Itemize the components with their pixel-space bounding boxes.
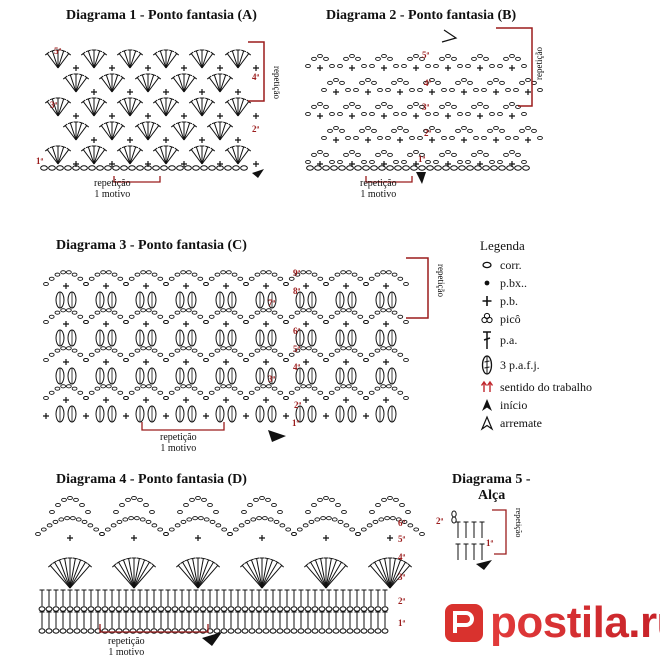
start-arrow-icon <box>202 632 222 646</box>
diagram-1-repeat-bracket <box>248 41 265 102</box>
diagram-1-row-4: 4ª <box>252 72 260 82</box>
diagram-1-row-2: 2ª <box>252 124 260 134</box>
outline-arrowhead-icon <box>480 415 494 431</box>
diagram-1-title: Diagrama 1 - Ponto fantasia (A) <box>66 8 257 23</box>
diagram-5-row-1: 1ª <box>486 538 494 548</box>
diagram-5-repeat-bracket <box>492 509 507 555</box>
diagram-3-row-7: 7ª <box>268 298 276 308</box>
diagram-4-row-4: 4ª <box>398 552 406 562</box>
diagram-4-row-6: 6ª <box>398 518 406 528</box>
diagram-3-row-6: 6ª <box>293 326 301 336</box>
diagram-2-row-2: 2ª <box>424 128 432 138</box>
diagram-3-row-4: 4ª <box>293 362 301 372</box>
watermark-text: postila.ru <box>490 598 660 648</box>
diagram-1-stitches <box>40 49 259 171</box>
oval-chain-icon <box>482 261 492 269</box>
watermark-logo-icon <box>445 604 483 642</box>
plus-icon <box>482 296 492 306</box>
diagram-5-repeat-side: repetição <box>514 508 523 537</box>
start-arrow-icon <box>268 430 286 442</box>
diagram-3-row-1: 1ª <box>292 418 300 428</box>
diagram-2-row-3: 3ª <box>422 102 430 112</box>
diagram-3-row-2: 2ª <box>294 400 302 410</box>
cluster-icon <box>481 355 493 375</box>
diagram-2-stitches <box>305 53 543 171</box>
diagram-2-row-5: 5ª <box>422 50 430 60</box>
diagram-3-row-5: 5ª <box>293 344 301 354</box>
finish-arrow-icon <box>441 29 458 43</box>
legend-item-finish: arremate <box>480 414 592 432</box>
diagram-5-chart: repetição 2ª 1ª <box>436 508 523 570</box>
diagram-3-repeat-bracket <box>406 257 429 319</box>
diagram-2-repeat-bracket <box>496 27 533 107</box>
diagram-3-title: Diagrama 3 - Ponto fantasia (C) <box>56 238 247 253</box>
legend: Legenda corr. p.bx.. p.b. picô p.a. 3 p.… <box>480 238 592 432</box>
diagram-4-row-3: 3ª <box>398 572 406 582</box>
start-arrow-icon <box>416 172 426 184</box>
diagram-1-row-5: 5ª <box>54 46 62 56</box>
diagram-2-row-4: 4ª <box>424 78 432 88</box>
diagram-1-row-1: 1ª <box>36 156 44 166</box>
diagram-4-chart: 6ª 5ª 4ª 3ª 2ª 1ª <box>35 495 425 646</box>
diagram-2-row-1: 1ª <box>418 154 426 164</box>
legend-title: Legenda <box>480 238 525 253</box>
diagram-3-row-9: 9ª <box>293 268 301 278</box>
picot-icon <box>481 312 493 324</box>
diagram-4-row-1: 1ª <box>398 618 406 628</box>
diagram-3-chart: repetição 9ª 8ª 7ª 6ª 5ª 4ª 3ª 2ª 1ª <box>43 257 446 442</box>
legend-item-chain: corr. <box>480 256 592 274</box>
watermark: postila.ru <box>444 598 660 648</box>
start-arrow-icon <box>252 169 264 178</box>
filled-arrowhead-icon <box>482 399 492 411</box>
diagram-4-stitches <box>35 495 425 634</box>
diagram-5-stitches <box>451 510 485 560</box>
legend-item-start: início <box>480 396 592 414</box>
red-arrows-icon <box>480 380 494 392</box>
legend-item-picot: picô <box>480 310 592 328</box>
diagram-4-title: Diagrama 4 - Ponto fantasia (D) <box>56 472 247 487</box>
dot-icon <box>484 280 490 286</box>
diagram-5-row-2: 2ª <box>436 516 444 526</box>
legend-item-sc: p.b. <box>480 292 592 310</box>
diagram-3-stitches <box>43 270 409 423</box>
diagram-1-repeat-side: repetição <box>272 66 280 99</box>
diagram-1-row-3: 3ª <box>50 100 58 110</box>
diagram-3-row-8: 8ª <box>293 286 301 296</box>
diagram-4-row-5: 5ª <box>398 534 406 544</box>
diagram-5-title: Diagrama 5 - Alça <box>452 472 531 503</box>
diagram-3-row-3: 3ª <box>268 374 276 384</box>
legend-item-cluster: 3 p.a.f.j. <box>480 352 592 378</box>
diagram-2-chart: repetição 5ª 4ª 3ª 2ª 1ª <box>305 27 544 184</box>
legend-item-dc: p.a. <box>480 328 592 352</box>
tall-stitch-icon <box>483 331 491 349</box>
diagram-2-repeat-side: repetição <box>534 47 544 80</box>
diagram-4-row-2: 2ª <box>398 596 406 606</box>
legend-item-direction: sentido do trabalho <box>480 378 592 396</box>
diagram-2-title: Diagrama 2 - Ponto fantasia (B) <box>326 8 517 23</box>
diagram-1-chart: repetição 5ª 4ª 3ª 2ª 1ª <box>36 41 280 183</box>
legend-item-slip: p.bx.. <box>480 274 592 292</box>
start-arrow-icon <box>476 560 492 570</box>
diagram-3-repeat-side: repetição <box>436 264 446 297</box>
